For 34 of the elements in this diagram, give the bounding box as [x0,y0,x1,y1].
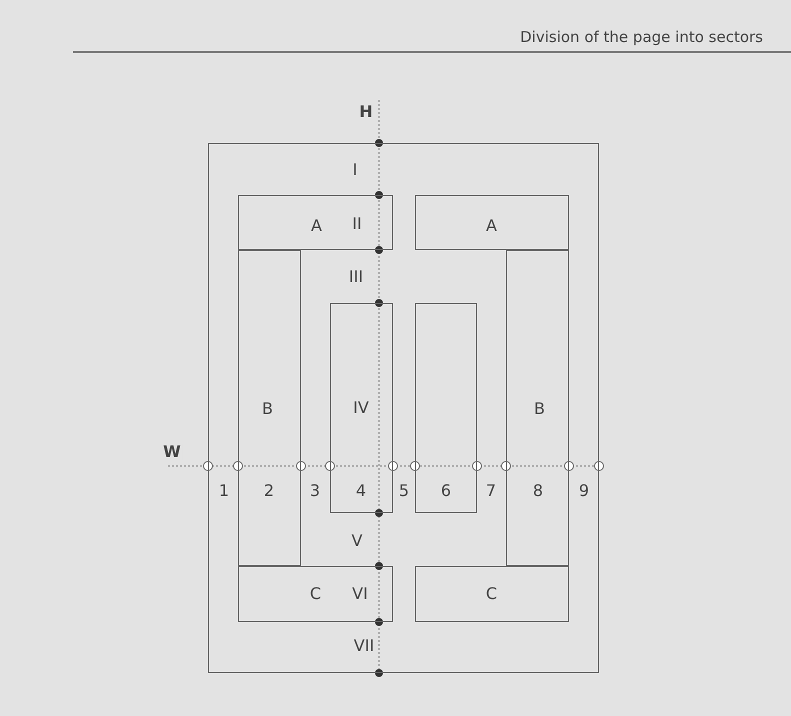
column-box [330,302,392,512]
sector-numeral: VI [351,586,369,602]
axis-label: H [358,104,374,120]
sector-letter: A [486,218,497,234]
column-number: 5 [398,483,410,499]
page-title: Division of the page into sectors [520,28,763,46]
sector-letter: A [311,218,322,234]
sector-box [414,194,568,250]
column-number: 7 [484,483,498,499]
column-number: 2 [262,483,276,499]
sector-letter: C [486,586,498,602]
axis-label: W [162,444,182,460]
sector-numeral: II [351,216,363,232]
sector-box [414,566,568,622]
sector-numeral: IV [352,400,370,416]
sector-letter: B [262,400,273,416]
column-number: 9 [578,483,590,499]
column-number: 3 [308,483,322,499]
sector-box [238,566,392,622]
column-number: 8 [532,483,544,499]
sector-letter: C [310,586,322,602]
column-number: 6 [440,483,452,499]
column-number: 4 [354,483,368,499]
sector-box [238,250,300,566]
sector-numeral: V [350,533,364,549]
page-outline [208,143,599,673]
sector-numeral: III [348,269,364,285]
sector-numeral: VII [352,638,376,654]
column-number: 1 [218,483,230,499]
column-box [414,302,476,512]
sector-numeral: I [352,162,358,178]
sector-letter: B [534,400,545,416]
sector-box [238,194,392,250]
sector-box [506,250,568,566]
